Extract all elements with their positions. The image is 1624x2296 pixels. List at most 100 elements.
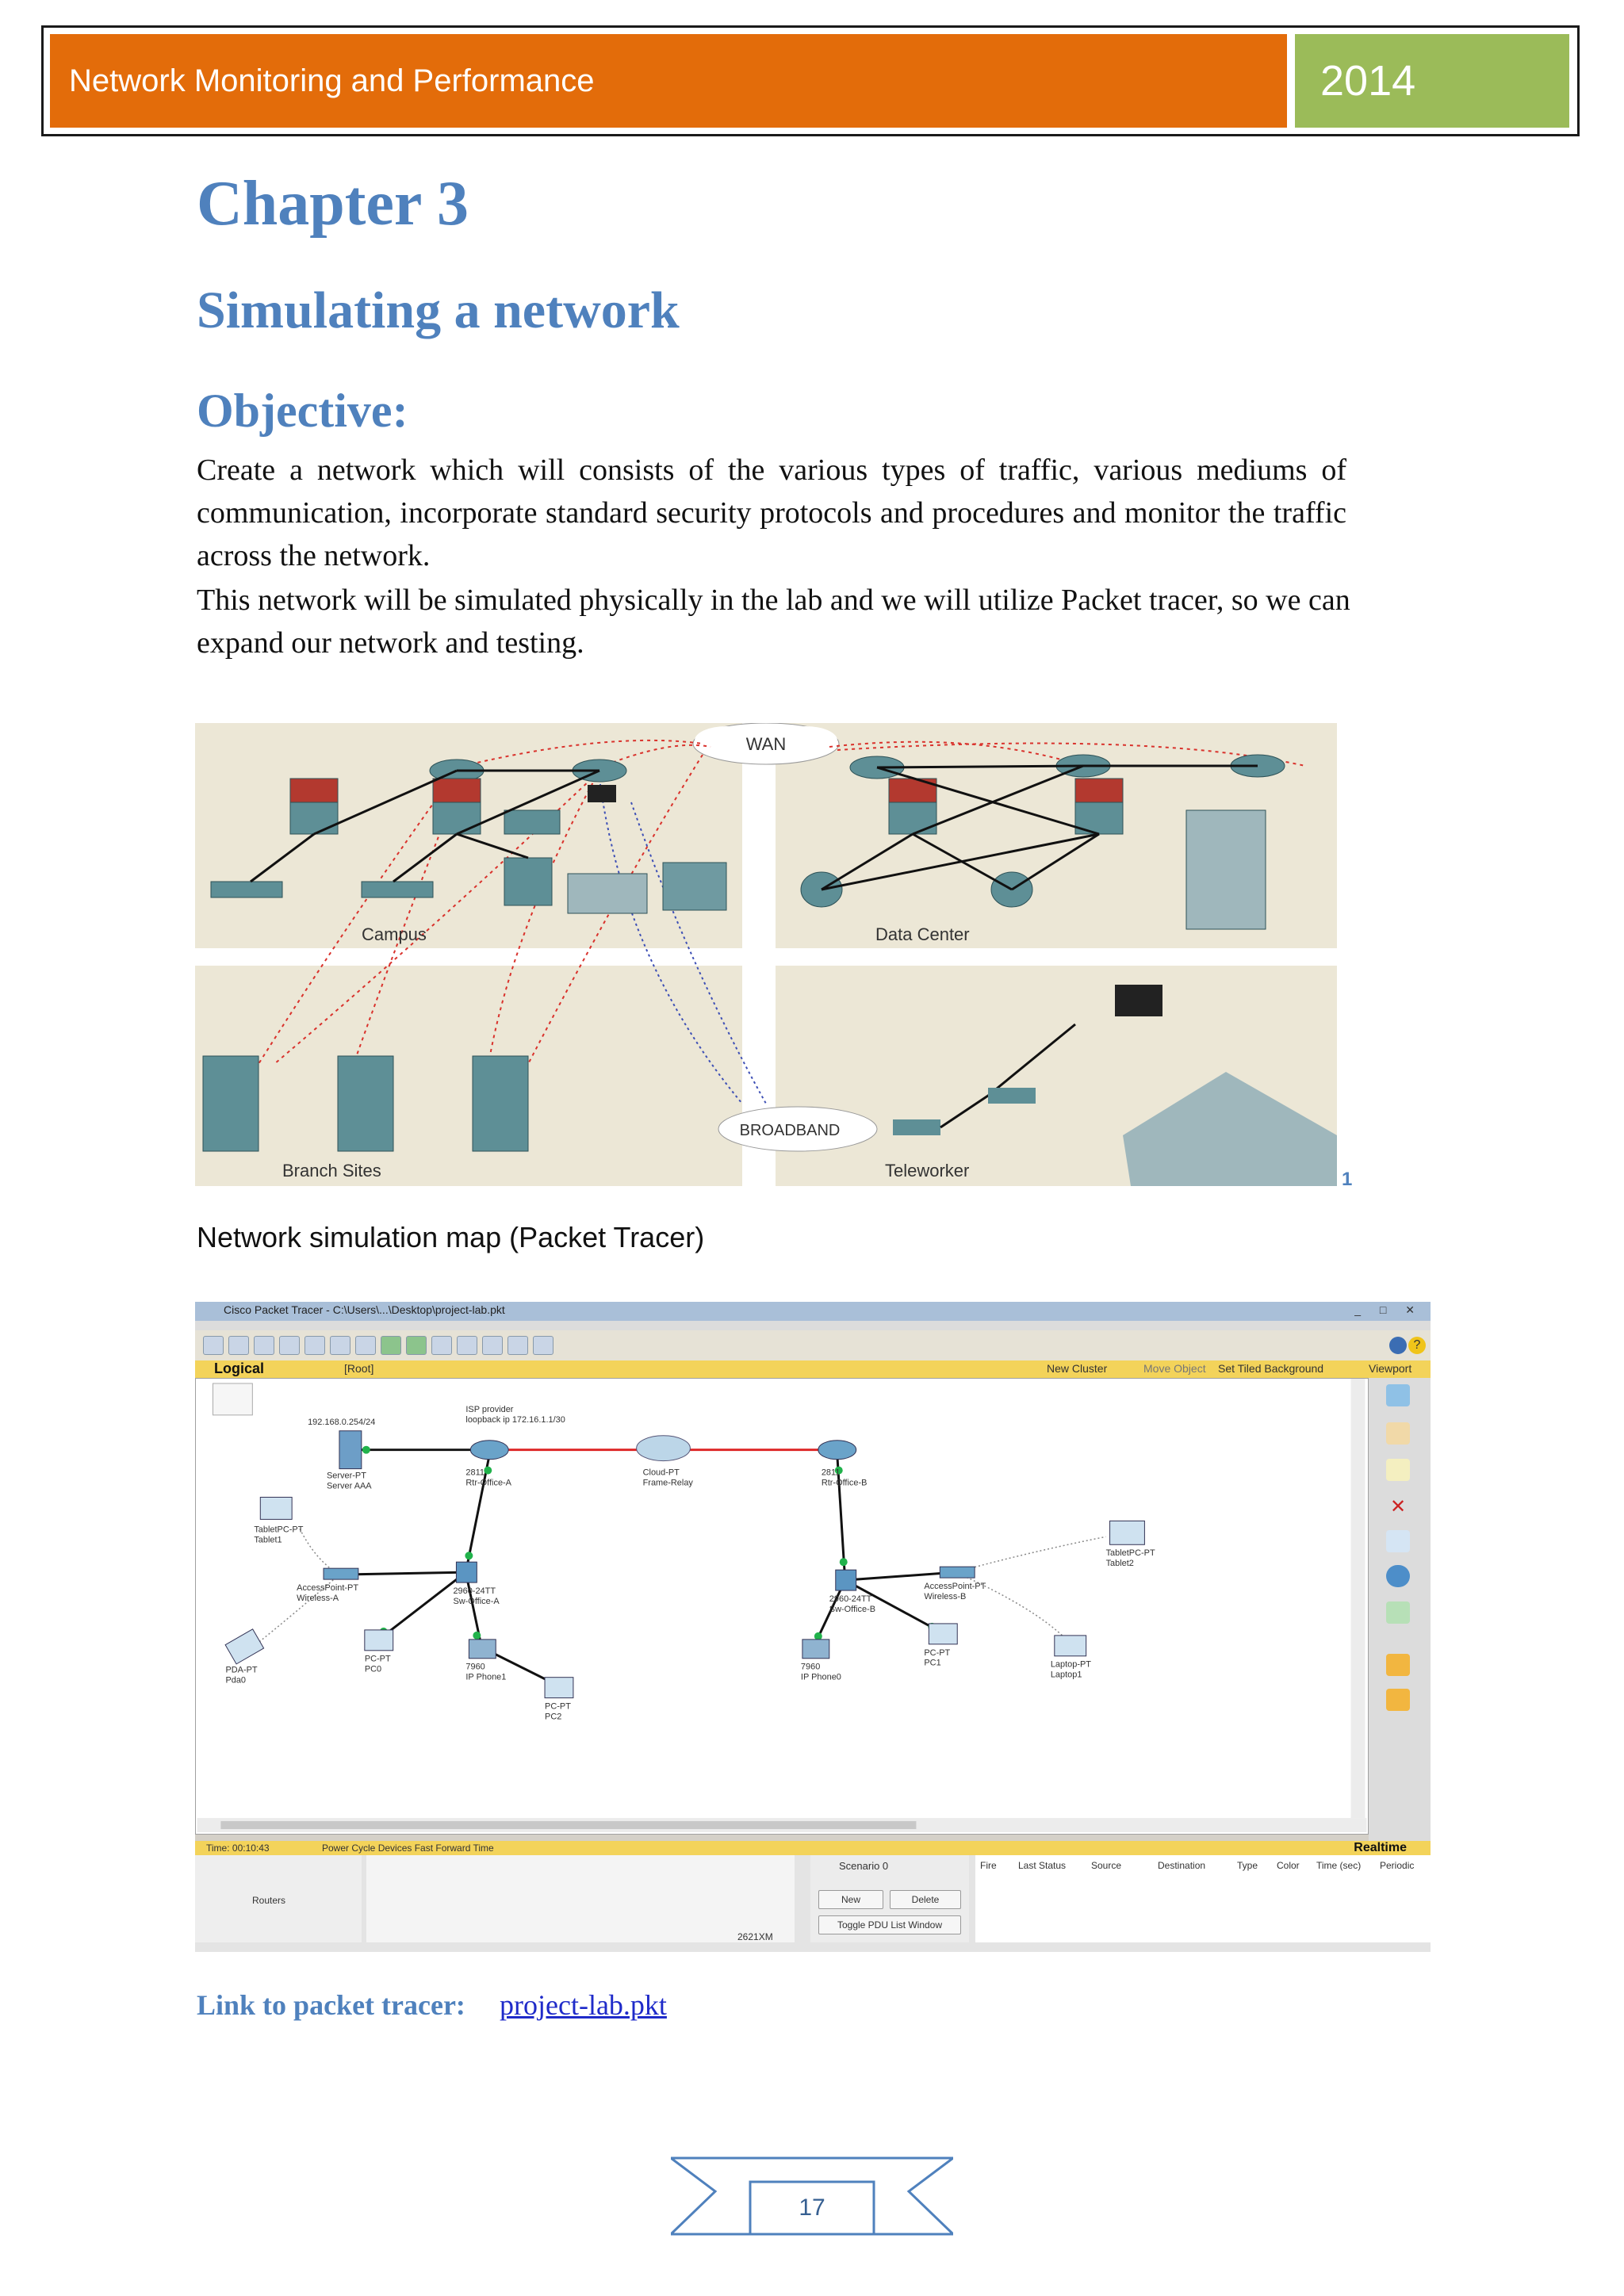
pt-custom-device-icon[interactable] — [533, 1336, 553, 1355]
pt-tablet1-icon — [259, 1496, 293, 1520]
pt-server-ip-label: 192.168.0.254/24 — [308, 1418, 375, 1427]
pt-pdu-col: Destination — [1158, 1860, 1206, 1871]
pt-save-icon[interactable] — [254, 1336, 274, 1355]
pt-viewport-button[interactable]: Viewport — [1369, 1362, 1412, 1375]
pt-new-icon[interactable] — [203, 1336, 224, 1355]
pt-device-categories[interactable]: Routers — [195, 1855, 362, 1942]
pt-menubar[interactable] — [195, 1321, 1431, 1330]
pt-move-icon[interactable] — [1386, 1422, 1410, 1445]
link-label: Link to packet tracer: — [197, 1989, 465, 2021]
pt-laptop-icon — [1054, 1635, 1087, 1657]
pt-redo-icon[interactable] — [406, 1336, 427, 1355]
pt-toggle-pdu-button[interactable]: Toggle PDU List Window — [818, 1915, 961, 1934]
pt-wizard-icon[interactable] — [304, 1336, 325, 1355]
pt-scenario-panel: Scenario 0 New Delete Toggle PDU List Wi… — [810, 1855, 969, 1942]
pt-select-icon[interactable] — [1386, 1384, 1410, 1406]
pt-move-object-button[interactable]: Move Object — [1143, 1362, 1206, 1375]
pt-router-a-icon — [469, 1440, 509, 1460]
pt-logical-tab[interactable]: Logical — [214, 1360, 265, 1376]
page-number: 17 — [799, 2195, 825, 2221]
teleworker-ap-icon — [988, 1088, 1036, 1104]
pt-zoom-out-icon[interactable] — [482, 1336, 503, 1355]
pt-undo-icon[interactable] — [381, 1336, 401, 1355]
pt-pdu-col: Last Status — [1018, 1860, 1067, 1871]
pt-palette-icon[interactable] — [508, 1336, 528, 1355]
pt-new-cluster-button[interactable]: New Cluster — [1047, 1362, 1108, 1375]
enterprise-architecture-figure: WAN Campus — [195, 723, 1337, 1186]
pt-open-icon[interactable] — [228, 1336, 249, 1355]
pt-bottom-panel: Routers 2621XM Scenario 0 New Delete Tog… — [195, 1855, 1431, 1952]
pt-device-list[interactable]: 2621XM — [366, 1855, 795, 1942]
pt-complex-pdu-icon[interactable] — [1386, 1689, 1410, 1711]
pt-pc2-icon — [544, 1677, 574, 1699]
pt-titlebar: Cisco Packet Tracer - C:\Users\...\Deskt… — [195, 1302, 1431, 1321]
pt-pdu-col: Source — [1091, 1860, 1122, 1871]
pt-server-icon — [339, 1430, 362, 1470]
pt-resize-icon[interactable] — [1386, 1601, 1410, 1624]
pt-simple-pdu-icon[interactable] — [1386, 1654, 1410, 1676]
pt-pdu-col: Time (sec) — [1316, 1860, 1362, 1871]
pt-print-icon[interactable] — [279, 1336, 300, 1355]
figure-footnote-marker: 1 — [1342, 1169, 1353, 1190]
header-title: Network Monitoring and Performance — [50, 34, 1287, 128]
broadband-label: BROADBAND — [740, 1122, 841, 1139]
pt-tiled-background-button[interactable]: Set Tiled Background — [1218, 1362, 1324, 1375]
pt-workspace-bar: Logical [Root] New Cluster Move Object S… — [195, 1360, 1431, 1378]
pt-new-scenario-button[interactable]: New — [818, 1890, 883, 1909]
pt-window-controls[interactable]: _ □ ✕ — [1354, 1303, 1423, 1316]
pt-pdu-col: Color — [1277, 1860, 1300, 1871]
pt-zoom-reset-icon[interactable] — [457, 1336, 477, 1355]
pt-ap-a-icon — [323, 1567, 359, 1580]
pt-delete-icon[interactable]: ✕ — [1389, 1496, 1407, 1517]
pt-phone-a-icon — [468, 1639, 496, 1659]
pt-realtime-tab[interactable]: Realtime — [1354, 1841, 1407, 1854]
pt-draw-shape-icon[interactable] — [1386, 1565, 1410, 1587]
pt-copy-icon[interactable] — [330, 1336, 350, 1355]
pt-pdu-col: Fire — [980, 1860, 997, 1871]
pt-h-scroll-thumb — [220, 1821, 917, 1830]
pt-note-icon[interactable] — [1386, 1459, 1410, 1481]
pt-phone-b-icon — [802, 1639, 830, 1659]
pt-switch-a-icon — [455, 1561, 477, 1583]
branch-label: Branch Sites — [282, 1161, 381, 1181]
chapter-number: Chapter 3 — [197, 169, 469, 239]
pt-root-label: [Root] — [344, 1362, 374, 1375]
pt-help-icon[interactable]: ? — [1408, 1337, 1426, 1354]
campus-panel — [195, 723, 742, 948]
pt-back-icon — [213, 1383, 253, 1416]
pt-inspect-icon[interactable] — [1386, 1530, 1410, 1552]
pt-power-cycle-button[interactable]: Power Cycle Devices Fast Forward Time — [322, 1843, 494, 1854]
section-heading: Objective: — [197, 385, 408, 437]
pt-paste-icon[interactable] — [355, 1336, 376, 1355]
wan-cloud-icon — [692, 723, 840, 765]
pt-info-icon[interactable] — [1389, 1337, 1407, 1354]
page-number-ribbon — [671, 2156, 953, 2236]
pt-pc0-icon — [364, 1629, 394, 1651]
objective-paragraph-2: This network will be simulated physicall… — [197, 584, 1350, 660]
pt-delete-scenario-button[interactable]: Delete — [890, 1890, 961, 1909]
branch-panel — [195, 966, 742, 1186]
pt-tablet2-icon — [1109, 1520, 1145, 1545]
chapter-title: Simulating a network — [197, 281, 680, 339]
pt-switch-b-icon — [835, 1569, 857, 1591]
house-icon — [1123, 1072, 1337, 1186]
pt-device-model-label: 2621XM — [737, 1931, 773, 1942]
project-file-link[interactable]: project-lab.pkt — [500, 1989, 667, 2021]
pt-zoom-in-icon[interactable] — [431, 1336, 452, 1355]
pt-scenario-select[interactable]: Scenario 0 — [839, 1860, 889, 1872]
